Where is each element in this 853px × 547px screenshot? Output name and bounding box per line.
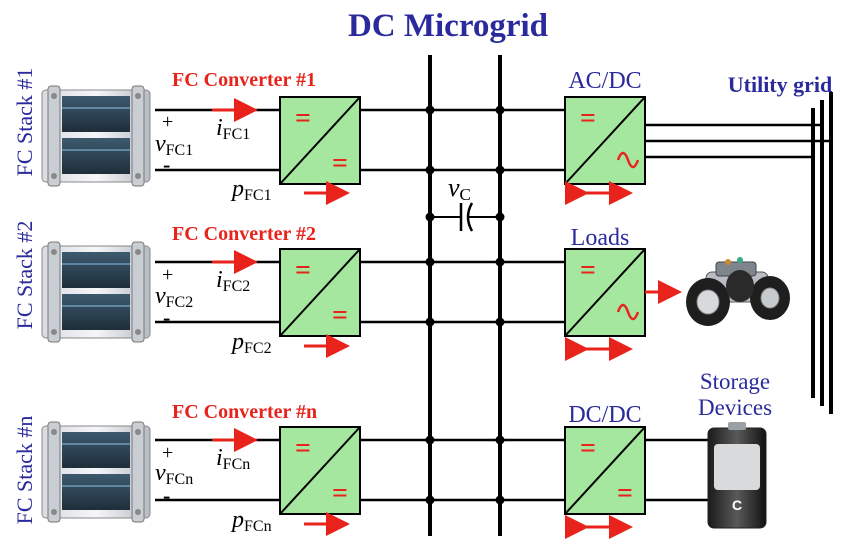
acdc-converter-group: AC/DC = Utility grid bbox=[564, 68, 833, 205]
loads-converter-group: Loads = bbox=[564, 225, 790, 361]
page-title: DC Microgrid bbox=[348, 8, 548, 44]
minus-sign: - bbox=[163, 483, 170, 508]
stack-label: FC Stack #n bbox=[12, 416, 37, 525]
svg-text:=: = bbox=[580, 255, 596, 286]
battery-letter: C bbox=[732, 497, 742, 513]
dc-link-capacitor: vC bbox=[430, 173, 500, 232]
ac-wave-icon bbox=[616, 303, 640, 321]
fc-row-2: FC Stack #2 + - vFC2 iFC2 FC Converter #… bbox=[12, 221, 568, 358]
voltage-label: vFC1 bbox=[155, 131, 193, 159]
svg-text:=: = bbox=[580, 103, 596, 134]
acdc-label: AC/DC bbox=[568, 68, 641, 94]
svg-text:=: = bbox=[580, 433, 596, 464]
minus-sign: - bbox=[163, 305, 170, 330]
dc-dc-converter: = = bbox=[279, 96, 361, 185]
svg-text:=: = bbox=[617, 478, 633, 509]
power-label: pFC1 bbox=[230, 176, 272, 204]
plus-sign: + bbox=[162, 442, 173, 464]
capacitor-voltage-label: vC bbox=[448, 173, 471, 204]
svg-text:=: = bbox=[332, 300, 348, 331]
power-label: pFC2 bbox=[230, 329, 272, 357]
storage-label-line1: Storage bbox=[700, 369, 770, 394]
fuel-cell-stack-icon bbox=[41, 241, 151, 343]
power-label: pFCn bbox=[230, 507, 272, 535]
converter-label: FC Converter #1 bbox=[172, 69, 316, 91]
plus-sign: + bbox=[162, 111, 173, 133]
fc-row-1: FC Stack #1 + - vFC1 iFC1 FC Converter #… bbox=[12, 68, 580, 205]
svg-text:=: = bbox=[295, 103, 311, 134]
dcdc-converter-group: DC/DC = = Storage Devices C bbox=[564, 369, 772, 539]
stack-label: FC Stack #1 bbox=[12, 68, 37, 177]
current-label: iFC2 bbox=[216, 267, 250, 295]
utility-grid-label: Utility grid bbox=[728, 72, 833, 97]
svg-text:=: = bbox=[332, 478, 348, 509]
battery-icon: C bbox=[707, 422, 767, 529]
storage-label-line2: Devices bbox=[698, 395, 772, 420]
svg-text:=: = bbox=[332, 148, 348, 179]
svg-text:=: = bbox=[295, 255, 311, 286]
bus-junctions bbox=[425, 105, 505, 505]
stack-label: FC Stack #2 bbox=[12, 221, 37, 330]
minus-sign: - bbox=[163, 152, 170, 177]
loads-label: Loads bbox=[571, 225, 630, 251]
current-label: iFC1 bbox=[216, 115, 250, 143]
ac-wave-icon bbox=[616, 151, 640, 169]
svg-text:=: = bbox=[295, 433, 311, 464]
voltage-label: vFC2 bbox=[155, 283, 193, 311]
fuel-cell-stack-icon bbox=[41, 421, 151, 523]
dc-dc-converter: = = bbox=[279, 248, 361, 337]
dc-dc-converter: = = bbox=[279, 426, 361, 515]
converter-label: FC Converter #n bbox=[172, 401, 317, 423]
current-label: iFCn bbox=[216, 445, 250, 473]
plus-sign: + bbox=[162, 264, 173, 286]
dcdc-label: DC/DC bbox=[568, 402, 641, 428]
converter-label: FC Converter #2 bbox=[172, 223, 316, 245]
fc-row-n: FC Stack #n + - vFCn iFCn FC Converter #… bbox=[12, 401, 568, 536]
fuel-cell-stack-icon bbox=[41, 85, 151, 187]
robot-vehicle-icon bbox=[686, 257, 790, 326]
voltage-label: vFCn bbox=[155, 460, 193, 488]
